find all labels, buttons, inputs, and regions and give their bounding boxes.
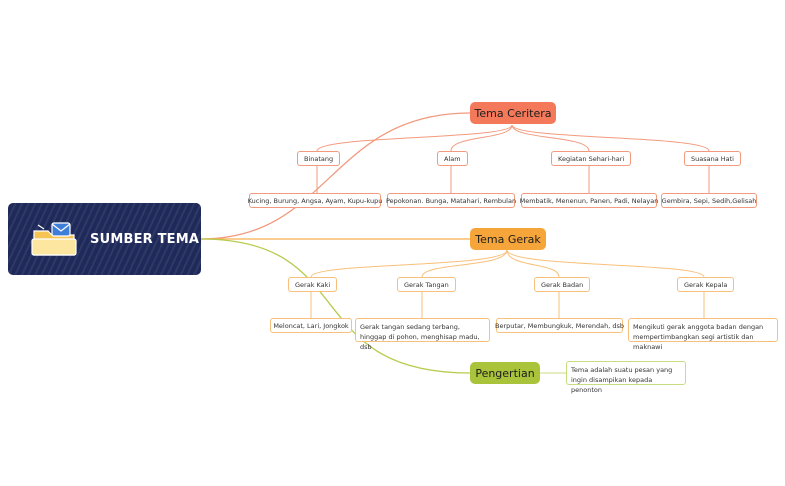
branch-tema-ceritera[interactable]: Tema Ceritera <box>470 102 556 124</box>
topic-binatang[interactable]: Binatang <box>297 151 341 166</box>
connector-ceritera-kegiatan <box>511 124 590 152</box>
topic-gerak-kaki[interactable]: Gerak Kaki <box>288 277 338 292</box>
detail-pengertian[interactable]: Tema adalah suatu pesan yang ingin disam… <box>566 361 686 394</box>
connector-gerak-badan <box>506 249 560 278</box>
detail-binatang[interactable]: Kucing, Burung, Angsa, Ayam, Kupu-kupu <box>248 193 382 208</box>
folder-mail-icon <box>30 219 78 259</box>
connector-ceritera-binatang <box>316 124 513 152</box>
topic-gerak-kepala[interactable]: Gerak Kepala <box>677 277 735 292</box>
topic-gerak-badan[interactable]: Gerak Badan <box>534 277 591 292</box>
topic-alam[interactable]: Alam <box>437 151 468 166</box>
branch-pengertian[interactable]: Pengertian <box>470 362 540 384</box>
detail-gerak-kepala[interactable]: Mengikuti gerak anggota badan dengan mem… <box>628 318 778 351</box>
connector-gerak-tangan <box>421 249 508 278</box>
connector-ceritera-alam <box>450 124 513 152</box>
detail-gerak-tangan[interactable]: Gerak tangan sedang terbang, hinggap di … <box>355 318 490 351</box>
topic-kegiatan-sehari-hari[interactable]: Kegiatan Sehari-hari <box>551 151 632 166</box>
connector-root-pengertian <box>200 238 471 374</box>
topic-gerak-tangan[interactable]: Gerak Tangan <box>397 277 456 292</box>
connector-ceritera-suasana <box>511 124 710 152</box>
root-node[interactable]: SUMBER TEMA <box>8 203 201 275</box>
branch-tema-gerak[interactable]: Tema Gerak <box>470 228 546 250</box>
detail-gerak-badan[interactable]: Berputar, Membungkuk, Merendah, dsb <box>495 318 624 333</box>
connector-root-ceritera <box>200 112 471 240</box>
connector-gerak-kaki <box>310 249 508 278</box>
detail-alam[interactable]: Pepokonan. Bunga, Matahari, Rembulan <box>386 193 516 208</box>
topic-suasana-hati[interactable]: Suasana Hati <box>684 151 741 166</box>
root-title: SUMBER TEMA <box>90 232 200 247</box>
detail-gerak-kaki[interactable]: Meloncat, Lari, Jongkok <box>270 318 352 333</box>
connector-gerak-kepala <box>506 249 705 278</box>
detail-kegiatan-sehari-hari[interactable]: Membatik, Menenun, Panen, Padi, Nelayan <box>520 193 658 208</box>
detail-suasana-hati[interactable]: Gembira, Sepi, Sedih,Gelisah <box>661 193 757 208</box>
